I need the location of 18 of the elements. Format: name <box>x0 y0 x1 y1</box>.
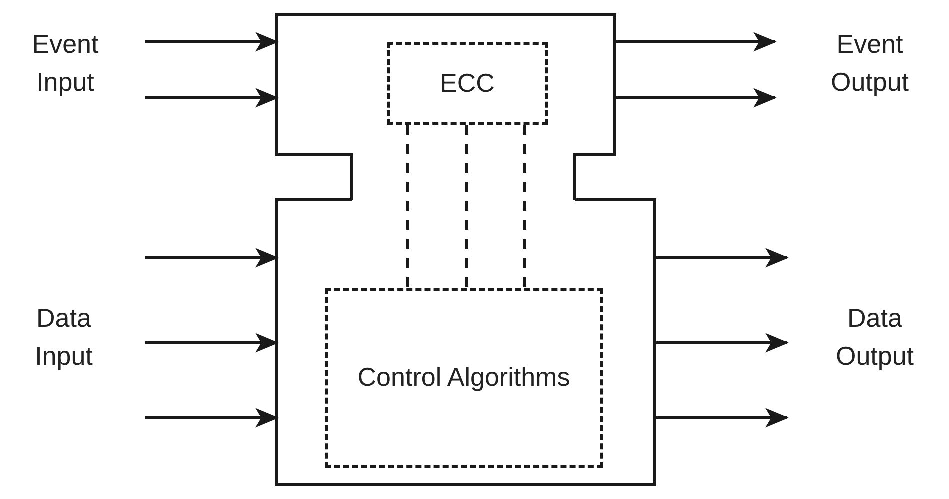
arrow <box>615 88 777 108</box>
port-label: Event Output <box>830 28 910 99</box>
arrow <box>655 408 789 428</box>
function-block-outline <box>277 15 615 200</box>
arrow <box>655 248 789 268</box>
dashed-box <box>387 42 548 125</box>
box-label: Control Algorithms <box>358 361 570 394</box>
dashed-box <box>325 288 603 468</box>
port-label: Data Input <box>34 302 94 373</box>
box-label: ECC <box>440 66 495 100</box>
arrow <box>615 32 777 52</box>
port-label: Event Input <box>31 28 100 99</box>
dashed-line <box>466 125 468 288</box>
arrow <box>655 333 789 353</box>
port-label: Data Output <box>834 302 916 373</box>
dashed-line <box>524 125 526 288</box>
dashed-line <box>406 125 410 288</box>
function-block-outline <box>277 200 655 485</box>
